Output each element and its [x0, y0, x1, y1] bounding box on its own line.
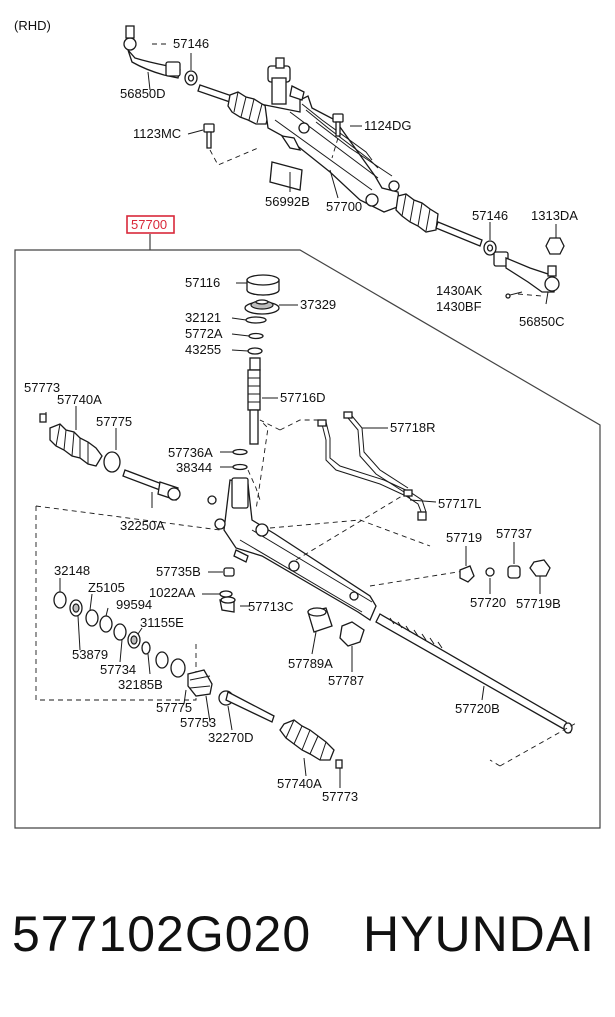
pressure-pipe	[301, 103, 373, 161]
label-1022aa: 1022AA	[149, 585, 196, 600]
top-assembly	[123, 25, 565, 305]
label-57773-lower: 57773	[322, 789, 358, 804]
label-56992b: 56992B	[265, 194, 310, 209]
inner-tie-rod-right	[435, 221, 483, 247]
label-57720b: 57720B	[455, 701, 500, 716]
label-57734: 57734	[100, 662, 136, 677]
label-57719: 57719	[446, 530, 482, 545]
label-53879: 53879	[72, 647, 108, 662]
label-56850d: 56850D	[120, 86, 166, 101]
label-32148: 32148	[54, 563, 90, 578]
variant-label: (RHD)	[14, 18, 51, 33]
label-57716d: 57716D	[280, 390, 326, 405]
label-57787: 57787	[328, 673, 364, 688]
label-1313da: 1313DA	[531, 208, 578, 223]
fluid-pipes	[317, 411, 427, 521]
parts-diagram: (RHD)	[14, 18, 601, 829]
label-1123mc: 1123MC	[133, 126, 181, 141]
seal-ring-set	[53, 591, 186, 678]
pinion-stack	[232, 274, 280, 471]
label-37329: 37329	[300, 297, 336, 312]
tie-rod-end-left	[123, 25, 181, 79]
rack-housing-exploded	[207, 477, 377, 621]
label-57718r: 57718R	[390, 420, 436, 435]
label-1430ak: 1430AK	[436, 283, 483, 298]
inner-tie-rod-left-exploded	[122, 469, 181, 501]
exploded-view-frame	[14, 249, 601, 829]
label-38344: 38344	[176, 460, 212, 475]
label-1124dg: 1124DG	[364, 118, 411, 133]
boot-left-exploded	[39, 413, 121, 473]
label-57773-upper: 57773	[24, 380, 60, 395]
inner-tie-rod-right-exploded	[187, 669, 275, 723]
assembly-label-57700[interactable]: 57700	[126, 215, 175, 234]
label-57713c: 57713C	[248, 599, 294, 614]
label-43255: 43255	[185, 342, 221, 357]
label-57753: 57753	[180, 715, 216, 730]
castle-nut	[545, 237, 565, 255]
label-5772a: 5772A	[185, 326, 223, 341]
label-57789a: 57789A	[288, 656, 333, 671]
label-56850c: 56850C	[519, 314, 565, 329]
label-57116: 57116	[185, 275, 220, 290]
label-57740a-lower: 57740A	[277, 776, 322, 791]
part-number: 577102G020	[12, 906, 312, 962]
rack-end-fittings	[459, 559, 551, 583]
rack-housing	[264, 57, 401, 213]
brand-name: HYUNDAI	[363, 906, 596, 962]
label-57720: 57720	[470, 595, 506, 610]
product-footer: 577102G020 HYUNDAI	[0, 905, 615, 985]
label-32121: 32121	[185, 310, 221, 325]
label-57775-upper: 57775	[96, 414, 132, 429]
label-1430bf: 1430BF	[436, 299, 482, 314]
inner-tie-rod-left	[197, 84, 233, 103]
label-57719b: 57719B	[516, 596, 561, 611]
label-31155e: 31155E	[140, 615, 184, 630]
label-32185b: 32185B	[118, 677, 163, 692]
label-57736a: 57736A	[168, 445, 213, 460]
label-z5105: Z5105	[88, 580, 125, 595]
label-57146-top-left: 57146	[173, 36, 209, 51]
assembly-label-text: 57700	[131, 217, 167, 232]
label-57735b: 57735B	[156, 564, 201, 579]
label-32270d: 32270D	[208, 730, 254, 745]
label-57146-top-right: 57146	[472, 208, 508, 223]
label-57700-top: 57700	[326, 199, 362, 214]
label-plate	[269, 161, 303, 191]
boot-left	[227, 91, 271, 125]
bushings	[307, 607, 365, 647]
label-57737: 57737	[496, 526, 532, 541]
label-32250a: 32250A	[120, 518, 165, 533]
boot-right	[395, 193, 439, 233]
small-fittings	[219, 567, 236, 613]
bolt-1124dg	[332, 113, 344, 137]
tie-rod-end-right	[493, 251, 560, 293]
label-57775-lower: 57775	[156, 700, 192, 715]
label-99594: 99594	[116, 597, 152, 612]
label-57717l: 57717L	[438, 496, 481, 511]
bolt-1123mc	[203, 123, 215, 149]
rack-bar	[375, 613, 573, 734]
boot-right-exploded	[279, 719, 343, 769]
label-57740a-upper: 57740A	[57, 392, 102, 407]
